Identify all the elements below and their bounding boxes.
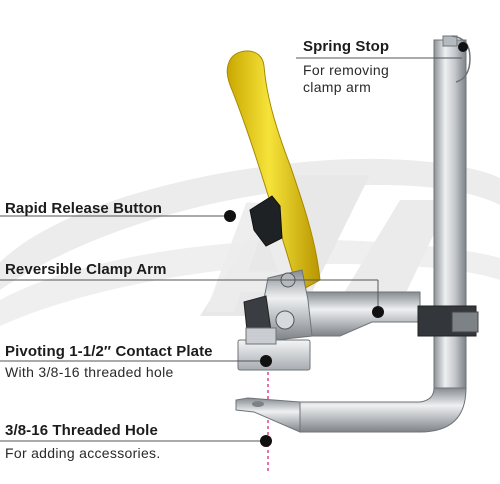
clamp-arm-body <box>295 291 479 337</box>
rapid-release-button <box>249 195 283 247</box>
clamp-mechanism <box>243 269 313 341</box>
threaded-hole-dot <box>260 435 272 447</box>
rapid-release-title: Rapid Release Button <box>5 200 163 217</box>
contact-plate-dot <box>260 355 272 367</box>
clamp-arm-title: Reversible Clamp Arm <box>5 261 167 278</box>
spring-stop-title: Spring Stop <box>303 38 390 55</box>
threaded-hole-desc: For adding accessories. <box>5 445 161 461</box>
yellow-lever-handle <box>226 50 321 293</box>
spring-stop-desc-line2: clamp arm <box>303 79 372 95</box>
clamp-arm-dot <box>372 306 384 318</box>
spring-stop-dot <box>458 42 468 52</box>
spring-stop-desc-line1: For removing <box>303 62 390 78</box>
contact-plate <box>237 327 311 371</box>
leader-lines <box>0 57 462 442</box>
contact-plate-title: Pivoting 1-1/2″ Contact Plate <box>5 343 213 360</box>
callout-dots <box>224 42 468 447</box>
rapid-release-dot <box>224 210 236 222</box>
contact-plate-desc: With 3/8-16 threaded hole <box>5 364 174 380</box>
threaded-hole-title: 3/8-16 Threaded Hole <box>5 422 158 439</box>
